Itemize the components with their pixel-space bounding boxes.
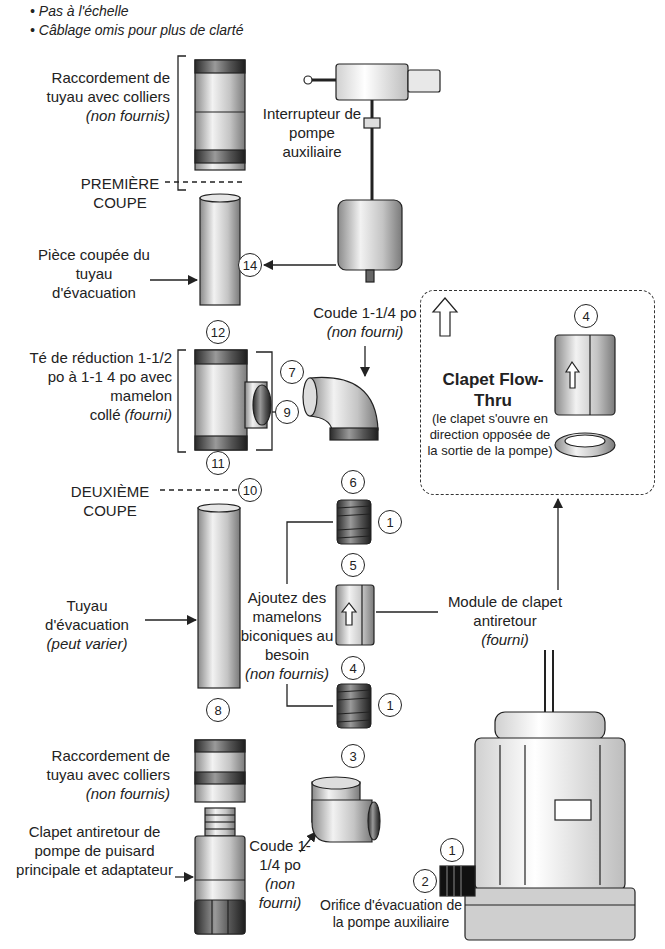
callout-number: 14 xyxy=(238,253,262,277)
part-label: Clapet antiretour de pompe de puisard pr… xyxy=(12,822,177,879)
reducing-tee xyxy=(195,350,271,450)
part-label: Coude 1-1/4 po xyxy=(245,836,315,874)
callout-box: Clapet Flow-Thru(le clapet s'ouvre en di… xyxy=(420,290,655,495)
part-label: (non fournis) xyxy=(232,664,342,683)
check-valve-module xyxy=(336,585,374,645)
label-group: Raccordement de tuyau avec colliers(non … xyxy=(28,68,170,125)
label-group: Module de clapet antiretour(fourni) xyxy=(440,592,570,649)
box-title: Clapet Flow-Thru xyxy=(441,369,545,411)
main-check-valve xyxy=(195,808,245,934)
elbow-fitting xyxy=(312,777,380,842)
label-group: Coude 1-1/4 po(non fourni) xyxy=(245,836,315,912)
part-label: Coude 1-1/4 po xyxy=(295,303,435,322)
callout-number: 7 xyxy=(280,360,304,384)
part-label: Orifice d'évacuation de la pompe auxilia… xyxy=(316,897,466,931)
label-group: Orifice d'évacuation de la pompe auxilia… xyxy=(316,897,466,931)
part-label: (fourni) xyxy=(440,630,570,649)
bottom-coupling xyxy=(195,740,245,802)
callout-number: 2 xyxy=(413,869,437,893)
part-label: • Pas à l'échelle xyxy=(30,2,350,21)
part-label: (non fournis) xyxy=(28,784,170,803)
callout-number: 4 xyxy=(574,304,598,328)
label-group: Pièce coupée du tuyau d'évacuation xyxy=(38,245,150,302)
part-label: (fourni) xyxy=(124,406,172,423)
callout-number: 1 xyxy=(440,838,464,862)
callout-number: 12 xyxy=(206,320,230,344)
label-group: Interrupteur de pompe auxiliaire xyxy=(262,104,362,161)
part-label: Raccordement de tuyau avec colliers xyxy=(28,746,170,784)
float-switch xyxy=(304,64,440,282)
callout-number: 3 xyxy=(341,744,365,768)
part-label: Tuyau d'évacuation xyxy=(28,596,146,634)
label-group: PREMIÈRE COUPE xyxy=(72,174,168,212)
label-group: Coude 1-1/4 po(non fourni) xyxy=(295,303,435,341)
label-group: DEUXIÈME COUPE xyxy=(62,482,158,520)
part-label: (non fournis) xyxy=(28,106,170,125)
callout-number: 4 xyxy=(341,656,365,680)
top-coupling xyxy=(195,60,245,170)
label-group: Raccordement de tuyau avec colliers(non … xyxy=(28,746,170,803)
cut-pipe xyxy=(200,194,240,305)
callout-number: 11 xyxy=(206,451,230,475)
part-label: (non fourni) xyxy=(295,322,435,341)
part-label: Pièce coupée du tuyau d'évacuation xyxy=(38,245,150,302)
part-label: Raccordement de tuyau avec colliers xyxy=(28,68,170,106)
part-label: Interrupteur de pompe auxiliaire xyxy=(262,104,362,161)
label-group: Clapet antiretour de pompe de puisard pr… xyxy=(12,822,177,879)
pump xyxy=(440,650,635,940)
callout-number: 8 xyxy=(206,698,230,722)
label-group: Tuyau d'évacuation(peut varier) xyxy=(28,596,146,653)
part-label: (non fourni) xyxy=(245,874,315,912)
part-label: Ajoutez des mamelons biconiques au besoi… xyxy=(232,588,342,664)
box-note: (le clapet s'ouvre en direction opposée … xyxy=(425,411,555,459)
callout-number: 1 xyxy=(378,693,402,717)
callout-number: 5 xyxy=(341,553,365,577)
part-label: DEUXIÈME COUPE xyxy=(62,482,158,520)
bracket xyxy=(178,56,276,452)
callout-number: 6 xyxy=(341,470,365,494)
label-group: Ajoutez des mamelons biconiques au besoi… xyxy=(232,588,342,683)
callout-number: 1 xyxy=(378,510,402,534)
elbow-fitting xyxy=(303,377,378,440)
part-label: PREMIÈRE COUPE xyxy=(72,174,168,212)
part-label: (peut varier) xyxy=(28,634,146,653)
part-label: • Câblage omis pour plus de clarté xyxy=(30,21,350,40)
part-label: Module de clapet antiretour xyxy=(440,592,570,630)
callout-number: 10 xyxy=(238,478,262,502)
label-group: • Pas à l'échelle• Câblage omis pour plu… xyxy=(30,2,350,40)
label-group: Té de réduction 1-1/2 po à 1-1 4 po avec… xyxy=(26,348,172,424)
discharge-pipe xyxy=(198,504,240,688)
callout-number: 9 xyxy=(275,400,299,424)
